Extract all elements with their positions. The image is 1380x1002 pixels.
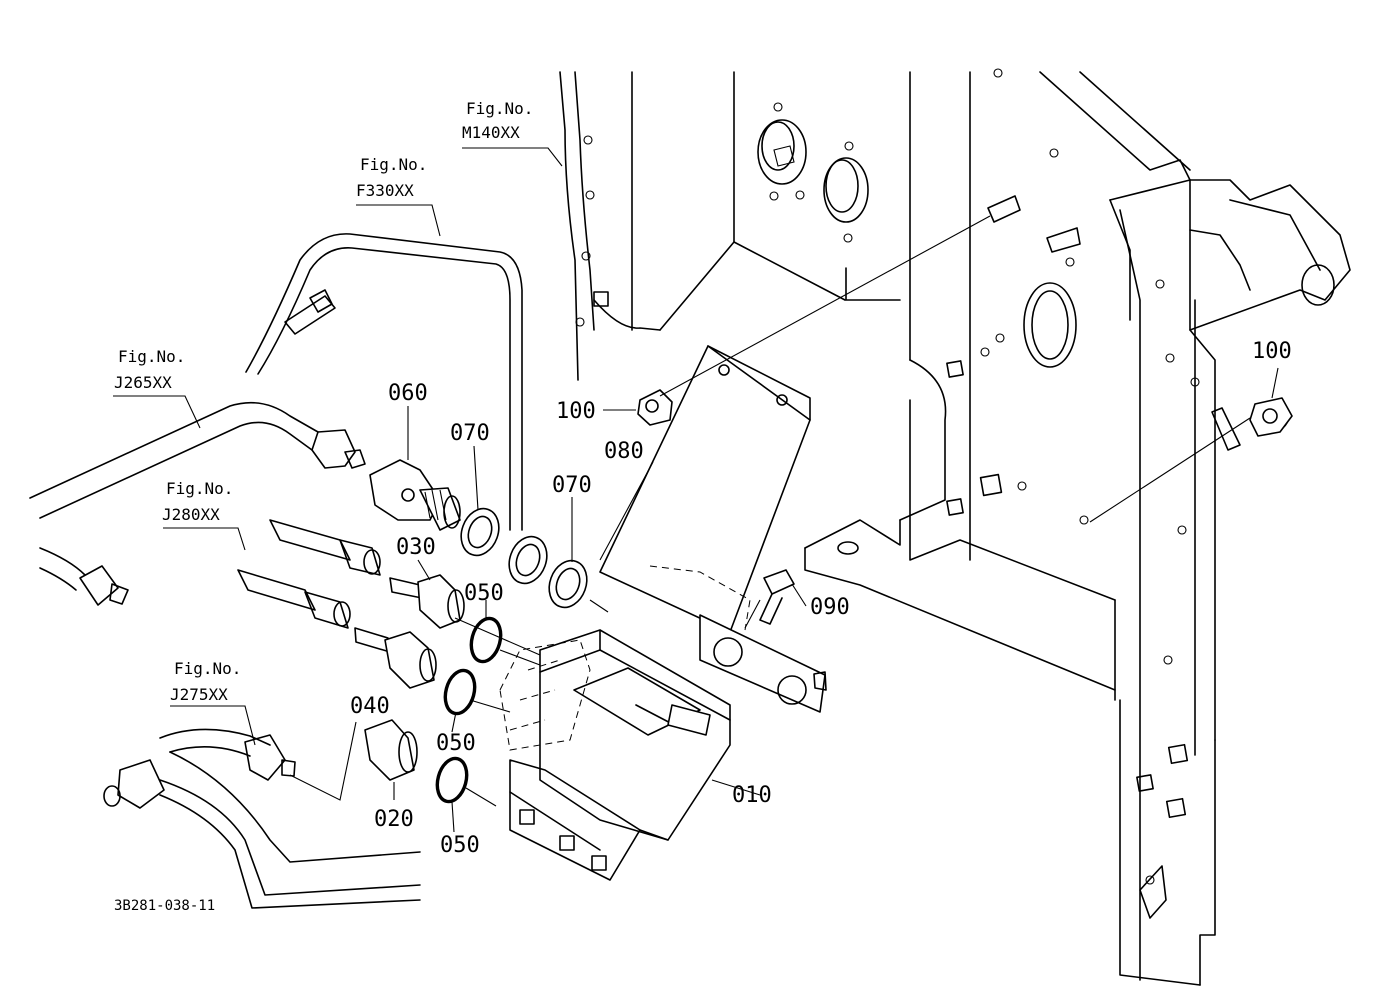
svg-text:Fig.No.: Fig.No. [118,347,185,366]
svg-text:Fig.No.: Fig.No. [360,155,427,174]
part-label-070: 070 [450,421,490,446]
fitting-030 [389,574,465,629]
svg-text:F330XX: F330XX [356,181,414,200]
o-rings-050 [435,616,503,804]
part-label-080: 080 [604,439,644,464]
washers-070 [460,507,588,609]
svg-text:M140XX: M140XX [462,123,520,142]
svg-text:J265XX: J265XX [114,373,172,392]
svg-text:Fig.No.: Fig.No. [174,659,241,678]
part-label-060: 060 [388,381,428,406]
part-label-090: 090 [810,595,850,620]
svg-text:Fig.No.: Fig.No. [466,99,533,118]
leader-lines [113,147,1279,833]
fig-ref-m140: Fig.No. M140XX [462,99,533,142]
part-label-050: 050 [436,731,476,756]
bracket-080 [599,345,827,713]
unit-010 [499,565,751,881]
drawing-code: 3B281-038-11 [114,898,215,914]
bolt-090 [759,569,795,625]
part-label-050: 050 [440,833,480,858]
part-label-100: 100 [556,399,596,424]
part-labels: 060 070 070 100 100 080 030 050 090 040 … [350,339,1292,858]
fig-ref-j280: Fig.No. J280XX [162,479,233,524]
part-label-040: 040 [350,694,390,719]
nuts-100 [637,389,1293,437]
hydraulic-lines [29,233,523,909]
fig-ref-j265: Fig.No. J265XX [114,347,185,392]
fitting-020 [364,719,418,781]
fitting-040 [354,627,437,689]
svg-text:J275XX: J275XX [170,685,228,704]
part-label-030: 030 [396,535,436,560]
part-label-020: 020 [374,807,414,832]
part-label-070: 070 [552,473,592,498]
fig-ref-f330: Fig.No. F330XX [356,155,427,200]
part-label-050: 050 [464,581,504,606]
part-label-010: 010 [732,783,772,808]
chassis-frame [559,68,1351,986]
fig-ref-j275: Fig.No. J275XX [170,659,241,704]
part-label-100: 100 [1252,339,1292,364]
fitting-060 [369,459,461,531]
svg-text:Fig.No.: Fig.No. [166,479,233,498]
svg-text:J280XX: J280XX [162,505,220,524]
